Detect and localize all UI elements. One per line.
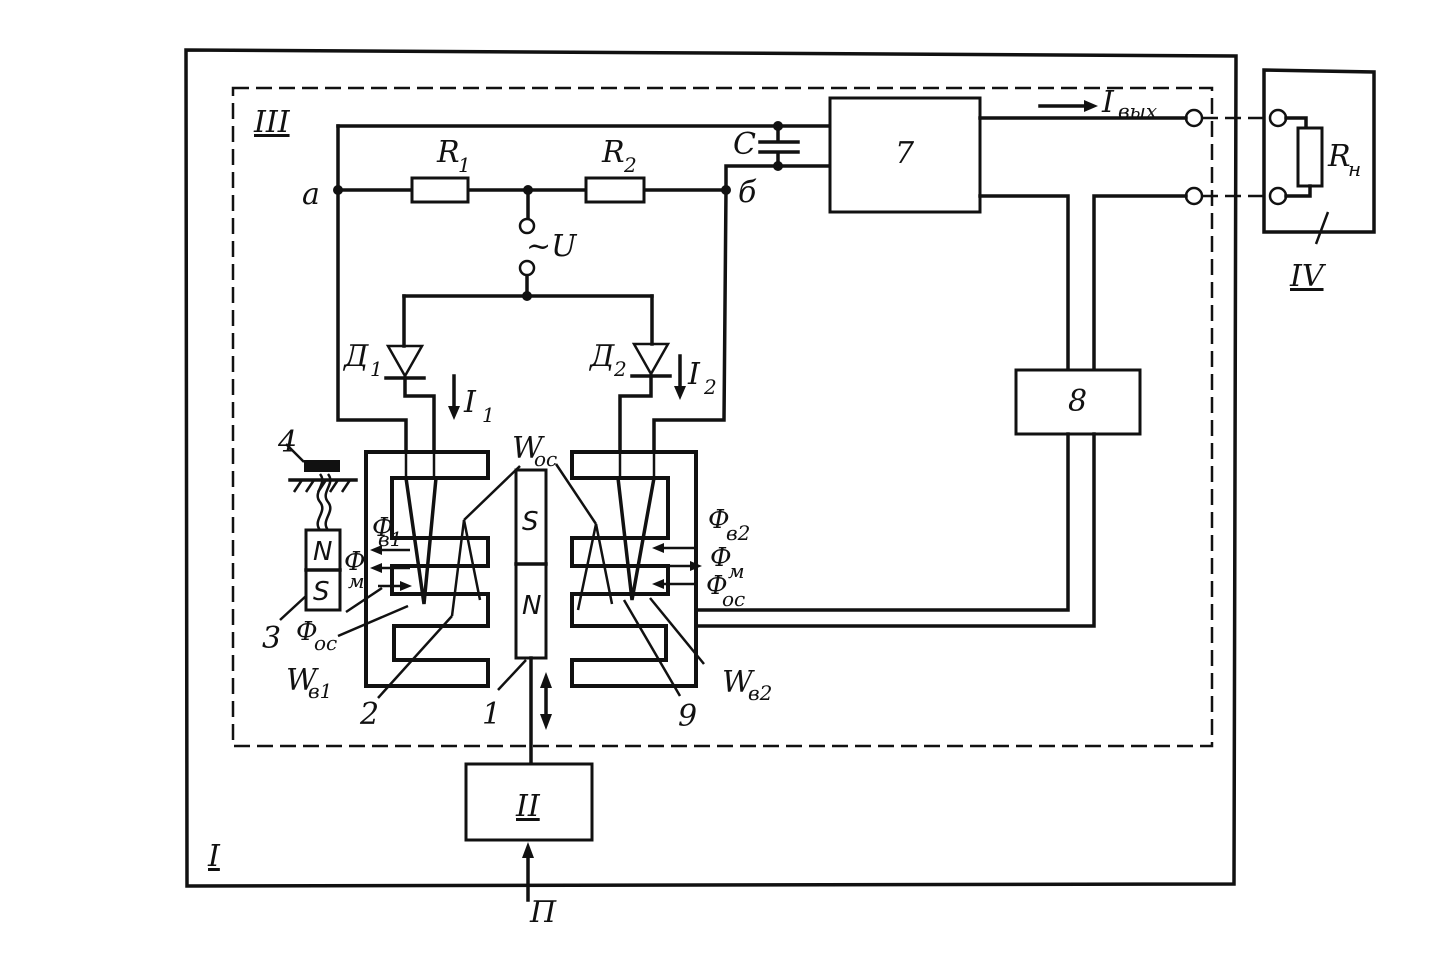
label-Wb2: W — [722, 665, 755, 700]
label-phi-b2: Ф — [708, 505, 730, 535]
block-II — [464, 762, 594, 842]
resistor-R2 — [584, 176, 646, 204]
output-wires — [978, 100, 1288, 372]
label-block-II: II — [515, 789, 541, 824]
label-phi-oc-left-sub: ос — [314, 631, 337, 655]
label-I2: I — [687, 357, 701, 392]
label-small-S: S — [313, 577, 330, 607]
label-block-I: I — [207, 839, 221, 874]
label-I1: I — [463, 385, 477, 420]
label-Rn: R — [1327, 139, 1351, 174]
flux-arrows-left — [337, 545, 412, 638]
label-R1-sub: 1 — [458, 153, 471, 177]
label-phi-oc-left: Ф — [296, 617, 318, 647]
label-D1: Д — [342, 339, 369, 374]
small-magnet — [285, 443, 358, 612]
label-num-3: 3 — [262, 621, 281, 656]
label-Wb2-sub: в2 — [748, 681, 772, 705]
label-phi-b2-sub: в2 — [726, 521, 750, 545]
label-Iout: I — [1101, 85, 1115, 120]
label-D2-sub: 2 — [613, 357, 627, 381]
resistor-R1 — [410, 176, 470, 204]
label-block-III: III — [253, 105, 291, 140]
bridge-circuit — [333, 122, 780, 454]
label-D2: Д — [588, 339, 615, 374]
block-7 — [828, 96, 982, 214]
label-input-P: П — [529, 895, 557, 930]
label-small-N: N — [313, 537, 332, 567]
load-resistor — [1284, 116, 1330, 245]
label-phi-m-right-sub: м — [728, 559, 745, 583]
label-block-8: 8 — [1068, 384, 1087, 419]
label-num-9: 9 — [678, 699, 697, 734]
label-R1: R — [436, 135, 460, 170]
label-R2-sub: 2 — [623, 153, 637, 177]
label-Woc-sub: ос — [534, 447, 557, 471]
label-I2-sub: 2 — [703, 375, 717, 399]
label-phi-m-left-sub: м — [348, 569, 365, 593]
label-node-a: a — [302, 177, 320, 212]
block-I-frame — [184, 48, 1238, 888]
label-block-7: 7 — [895, 136, 915, 171]
node-a-dot — [333, 185, 343, 195]
terminal-U-top — [518, 217, 536, 235]
label-phi-b1: Ф — [372, 513, 394, 543]
leader-lines — [279, 463, 705, 699]
capacitor-C — [758, 121, 832, 171]
label-phi-m-right: Ф — [710, 543, 732, 573]
feedback-wires — [694, 432, 1096, 628]
label-node-b: б — [738, 175, 757, 210]
label-Rn-sub: н — [1348, 157, 1361, 181]
label-phi-b1-sub: в1 — [378, 527, 402, 551]
label-num-4: 4 — [277, 425, 297, 460]
label-I1-sub: 1 — [482, 403, 495, 427]
input-arrow — [522, 842, 534, 902]
label-phi-m-left: Ф — [344, 547, 366, 577]
label-Wb1-sub: в1 — [308, 679, 332, 703]
diode-D2 — [618, 294, 672, 454]
label-D1-sub: 1 — [370, 357, 383, 381]
moving-magnet — [514, 468, 552, 766]
label-Woc: W — [512, 431, 545, 466]
block-IV-load — [1262, 68, 1376, 234]
left-core — [364, 450, 490, 688]
label-voltage: ~U — [526, 229, 578, 264]
label-phi-oc-right-sub: ос — [722, 587, 745, 611]
label-C: C — [733, 127, 756, 162]
label-block-IV: IV — [1289, 259, 1327, 294]
current-arrows — [448, 354, 686, 420]
label-phi-oc-right: Ф — [706, 571, 728, 601]
label-Iout-sub: вых — [1118, 99, 1157, 123]
diode-D1 — [384, 294, 436, 454]
label-num-1: 1 — [482, 697, 501, 732]
label-magnet-S: S — [522, 507, 539, 537]
label-Wb1: W — [286, 663, 319, 698]
right-core — [570, 450, 698, 688]
block-8 — [1014, 368, 1142, 436]
block-III-frame — [231, 86, 1214, 748]
label-R2: R — [601, 135, 625, 170]
label-magnet-N: N — [522, 591, 541, 621]
label-num-2: 2 — [359, 697, 379, 732]
flux-arrows-right — [652, 543, 702, 589]
